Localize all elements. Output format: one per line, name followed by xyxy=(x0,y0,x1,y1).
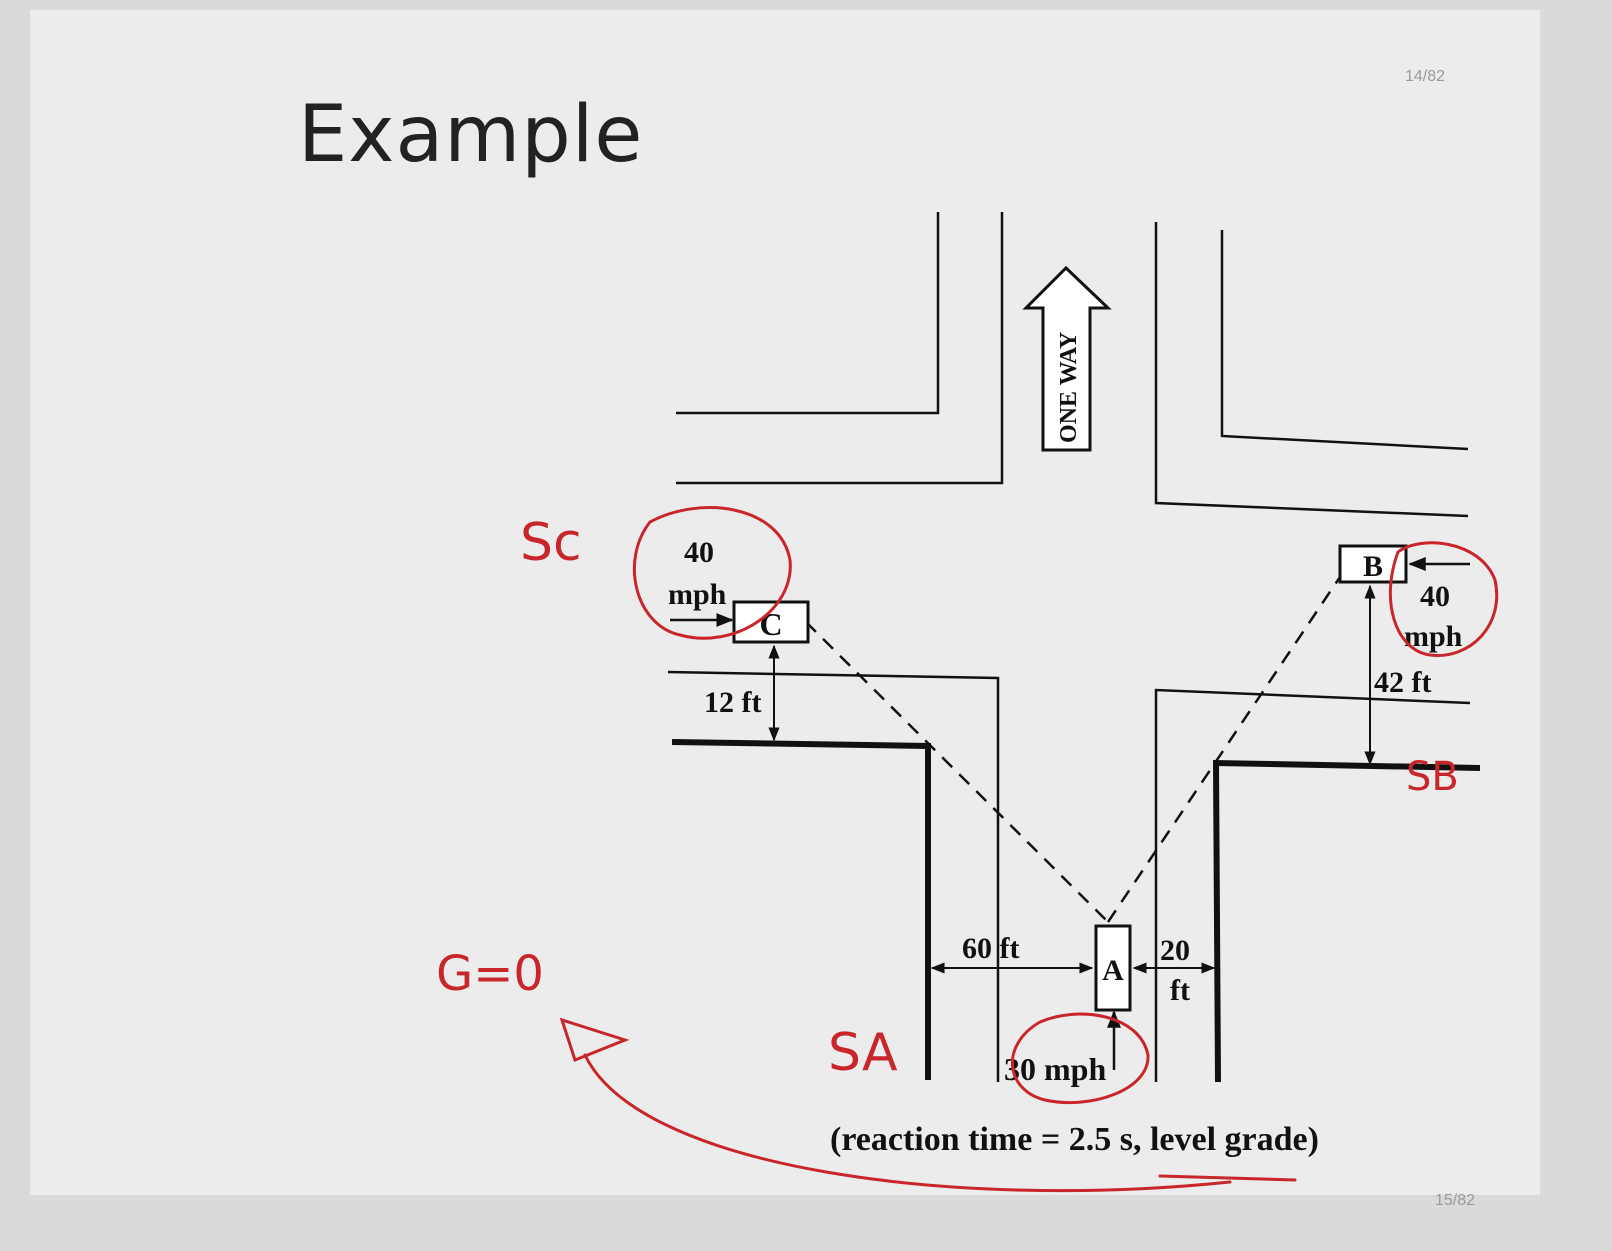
speed-c-unit: mph xyxy=(668,578,727,611)
speed-b-value: 40 xyxy=(1420,580,1450,613)
car-c: C xyxy=(732,600,810,644)
slide-title: Example xyxy=(298,90,644,180)
annotation-sa: SA xyxy=(828,1023,898,1083)
dist-12ft-label: 12 ft xyxy=(704,686,761,719)
speed-c-value: 40 xyxy=(684,536,714,569)
handwritten-annotations xyxy=(559,506,1499,1193)
car-b-label: B xyxy=(1363,550,1383,583)
curb-upper-left xyxy=(676,212,1004,485)
curb-lower-right xyxy=(1154,688,1481,1083)
page-number-top: 14/82 xyxy=(1405,68,1446,85)
dist-60ft-label: 60 ft xyxy=(962,932,1019,965)
annotation-sb: SB xyxy=(1406,754,1459,800)
car-a: A xyxy=(1094,924,1132,1012)
annotation-sc: Sc xyxy=(520,513,582,573)
one-way-label: ONE WAY xyxy=(1056,332,1082,443)
dist-42ft-label: 42 ft xyxy=(1374,666,1431,699)
speed-a-label: 30 mph xyxy=(1004,1051,1106,1087)
caption: (reaction time = 2.5 s, level grade) xyxy=(830,1121,1319,1158)
dist-20ft-unit: ft xyxy=(1170,974,1190,1007)
one-way-arrow-icon: ONE WAY xyxy=(1022,265,1112,452)
curb-lower-left xyxy=(667,670,1000,1082)
car-b: B xyxy=(1338,544,1408,584)
page-number-bottom: 15/82 xyxy=(1435,1192,1476,1209)
dist-20ft-value: 20 xyxy=(1160,934,1190,967)
annotation-grade: G=0 xyxy=(436,946,544,1002)
curb-upper-right xyxy=(1154,222,1469,518)
car-a-label: A xyxy=(1102,954,1124,987)
